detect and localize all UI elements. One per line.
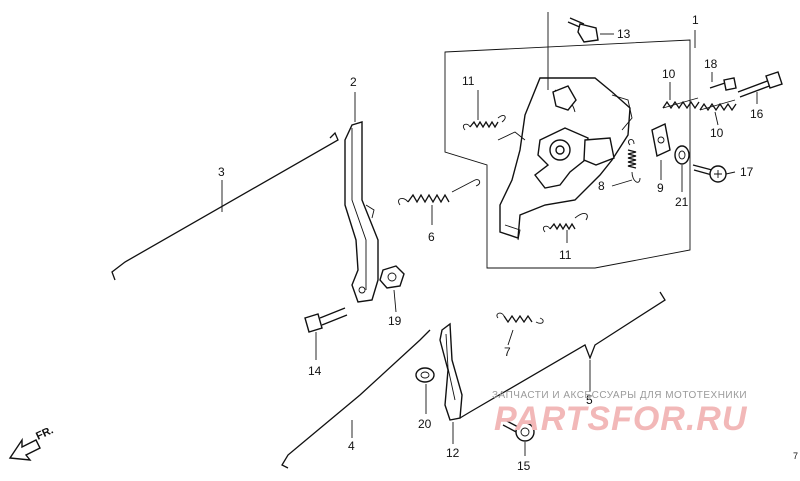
callout-8: 8 <box>598 179 605 193</box>
callout-16: 16 <box>750 107 764 121</box>
callout-11b: 11 <box>559 248 572 262</box>
spring-10-upper <box>662 97 700 110</box>
spring-6 <box>398 179 481 206</box>
leader-lines <box>221 12 758 456</box>
bolt-13 <box>567 17 599 43</box>
callout-18: 18 <box>704 57 718 71</box>
callout-5: 5 <box>586 393 593 407</box>
spring-lower <box>542 213 588 233</box>
front-label: FR. <box>34 424 55 442</box>
lever-12 <box>439 322 463 421</box>
lever-2 <box>344 121 379 303</box>
assembly-outline <box>444 39 691 269</box>
callout-20: 20 <box>418 417 432 431</box>
callout-labels: 1 2 3 4 5 6 7 8 9 10 10 11 11 12 13 14 1… <box>218 13 764 473</box>
callout-6: 6 <box>428 230 435 244</box>
bolt-17 <box>692 164 727 183</box>
washer-21 <box>674 145 690 165</box>
watermark: ЗАПЧАСТИ И АКСЕССУАРЫ ДЛЯ МОТОТЕХНИКИ PA… <box>492 390 748 438</box>
bolt-14 <box>304 307 348 333</box>
callout-12: 12 <box>446 446 460 460</box>
callout-11a: 11 <box>462 74 475 88</box>
callout-19: 19 <box>388 314 402 328</box>
spring-8 <box>627 139 641 183</box>
washer-20 <box>415 367 435 383</box>
callout-17: 17 <box>740 165 754 179</box>
bolt-16 <box>737 71 783 98</box>
rod-4 <box>281 329 431 469</box>
spring-7 <box>496 312 544 324</box>
spring-10-lower <box>699 99 737 112</box>
callout-21: 21 <box>675 195 689 209</box>
rod-3 <box>111 131 339 281</box>
callout-15: 15 <box>517 459 531 473</box>
corner-code: 7 <box>793 451 798 461</box>
bolt-18 <box>709 77 737 91</box>
front-direction-arrow: FR. <box>8 424 55 461</box>
callout-13: 13 <box>617 27 631 41</box>
arrow-icon <box>8 437 41 461</box>
callout-2: 2 <box>350 75 357 89</box>
bolt-15 <box>502 419 535 442</box>
callout-4: 4 <box>348 439 355 453</box>
callout-1: 1 <box>692 13 699 27</box>
callout-9: 9 <box>657 181 664 195</box>
callout-10a: 10 <box>662 67 676 81</box>
callout-7: 7 <box>504 345 511 359</box>
callout-14: 14 <box>308 364 322 378</box>
callout-10b: 10 <box>710 126 724 140</box>
callout-3: 3 <box>218 165 225 179</box>
watermark-brand: PARTSFOR.RU <box>494 400 748 438</box>
control-bracket <box>497 77 633 241</box>
nut-19 <box>379 265 405 289</box>
watermark-tagline: ЗАПЧАСТИ И АКСЕССУАРЫ ДЛЯ МОТОТЕХНИКИ <box>492 390 747 401</box>
clip-9 <box>651 122 671 158</box>
rod-5 <box>459 291 666 419</box>
spring-upper-left <box>462 115 506 131</box>
